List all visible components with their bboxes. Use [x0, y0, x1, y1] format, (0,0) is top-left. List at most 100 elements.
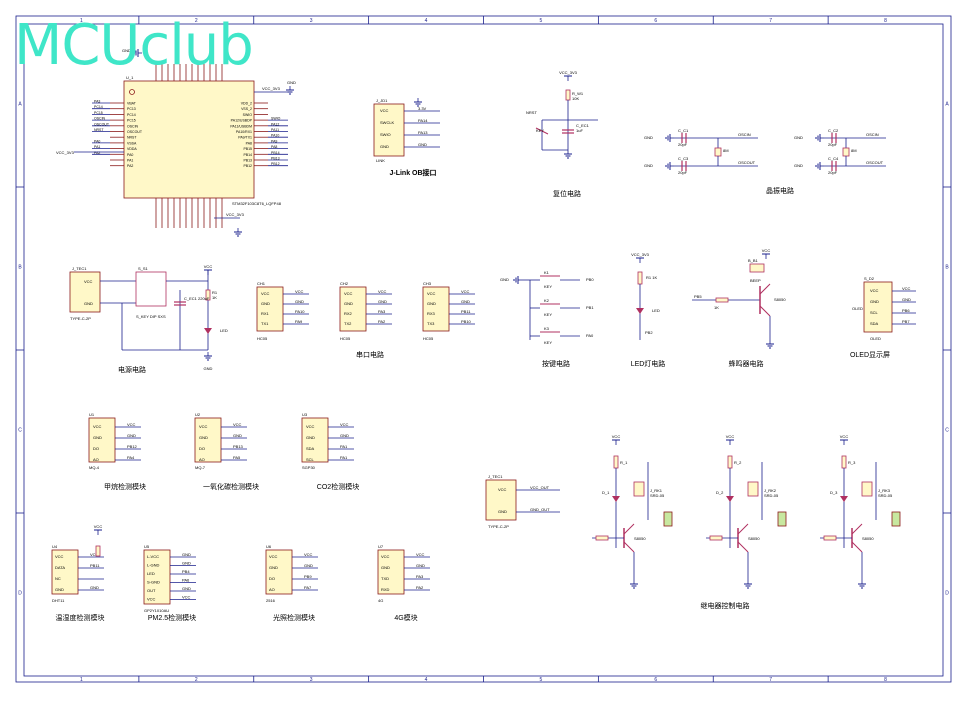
uart-net: VCC: [295, 289, 304, 294]
jlink-pin-label: SWIO: [380, 132, 391, 137]
reset-title: 复位电路: [553, 189, 581, 198]
crystal-c-ref: C_C2: [828, 128, 839, 133]
oled-ref: S_D2: [864, 276, 875, 281]
oled-part: OLED: [852, 306, 863, 311]
sensor-ref: U2: [195, 412, 201, 417]
mcu-pin-label: PB14: [243, 153, 252, 157]
uart-pin: TX2: [344, 321, 352, 326]
border-row-label: D: [18, 591, 22, 597]
uart-pin: TX1: [261, 321, 269, 326]
module-net: VCC: [304, 552, 313, 557]
watermark-text: MCUclub: [14, 13, 254, 78]
sensor-pin: DO: [93, 446, 99, 451]
sensor-title: 一氧化碳检测模块: [203, 482, 259, 491]
reset-c-val: 1uF: [576, 128, 583, 133]
uart-ref: CH2: [340, 281, 349, 286]
buzzer-q: [759, 305, 771, 317]
module-net: GND: [182, 561, 191, 566]
sensor-part: SGP30: [302, 465, 316, 470]
mcu-net-label: PA8: [271, 145, 277, 149]
relay-led: [612, 496, 620, 502]
oled-ref-bottom: OLED: [870, 336, 881, 341]
buzzer-q-label: S8050: [774, 297, 786, 302]
oled-pin: SDA: [870, 321, 879, 326]
outlet-ref: J_TEC1: [488, 474, 503, 479]
relay-q: [851, 541, 863, 553]
module-pin: TXD: [381, 576, 389, 581]
border-row-label: B: [945, 265, 949, 271]
outlet-pin: GND: [498, 509, 507, 514]
mcu-net-label: OSCOUT: [94, 122, 110, 126]
uart-pin: TX3: [427, 321, 435, 326]
module-pin: L-VCC: [147, 554, 159, 559]
sensor-title: CO2检测模块: [317, 482, 359, 491]
relay-terminal: [891, 511, 901, 527]
module-net: GND: [90, 585, 99, 590]
border-col-label: 5: [540, 677, 543, 683]
mcu-net-label: SWIO: [271, 117, 281, 121]
jlink-pin-label: SWCLK: [380, 120, 395, 125]
border-col-label: 7: [769, 18, 772, 24]
key-ref: K3: [544, 326, 550, 331]
relay-terminal: [777, 511, 787, 527]
sensor-net: GND: [340, 433, 349, 438]
relay-vcc: VCC: [726, 434, 735, 439]
module-ref: U7: [378, 544, 384, 549]
border-row-label: C: [18, 428, 22, 434]
uart-part: HC05: [423, 336, 434, 341]
mcu-pin-label: PA12/USBDP: [231, 119, 253, 123]
border-row-label: C: [945, 428, 949, 434]
power-switch: [135, 271, 167, 307]
sensor-module: [194, 417, 222, 463]
uart-net: VCC: [378, 289, 387, 294]
reset-r-val: 10K: [572, 96, 579, 101]
mcu-pin-label: PB13: [243, 159, 252, 163]
mcu-pin-label: PC15: [127, 119, 136, 123]
relay-r-ref: R_1: [620, 460, 628, 465]
sensor-pin: VCC: [93, 424, 102, 429]
relay-title: 继电器控制电路: [701, 601, 750, 610]
border-col-label: 3: [310, 18, 313, 24]
module-pin: GND: [55, 587, 64, 592]
module-pin: LED: [147, 571, 155, 576]
sensor-net: PB12: [127, 444, 138, 449]
relay-ref: J_RK2: [764, 488, 777, 493]
sensor-pin: AO: [199, 457, 205, 462]
power-sw-ref: S_S1: [138, 266, 149, 271]
module-pin: VCC: [55, 554, 64, 559]
uart-pin: RX1: [261, 311, 270, 316]
module-part: DHT11: [52, 598, 65, 603]
border-col-label: 1: [80, 677, 83, 683]
uart-pin: GND: [261, 301, 270, 306]
oled-pin: VCC: [870, 288, 879, 293]
sensor-pin: GND: [306, 435, 315, 440]
mcu-pin-label: PA10/RX1: [236, 130, 252, 134]
sensor-net: PA4: [127, 455, 135, 460]
border-col-label: 7: [769, 677, 772, 683]
power-vcc: VCC: [204, 264, 213, 269]
border-col-label: 4: [425, 677, 428, 683]
sensor-net: GND: [233, 433, 242, 438]
module-net: GND: [182, 552, 191, 557]
buzzer-q: [759, 283, 771, 295]
module-part: 4G: [378, 598, 383, 603]
mcu-pin-label: VDDA: [127, 147, 137, 151]
border-col-label: 1: [80, 18, 83, 24]
led-net: PB2: [645, 330, 653, 335]
oled-title: OLED显示屏: [850, 351, 890, 359]
uart-net: PB11: [461, 309, 471, 314]
jlink-net: 3.3V: [418, 106, 427, 111]
uart-net: PB10: [461, 319, 472, 324]
mcu-vcc-bottom-label: VCC_3V3: [226, 212, 245, 217]
power-title: 电源电路: [118, 365, 146, 374]
sensor-part: MQ-4: [89, 465, 100, 470]
module-net: PA3: [416, 574, 424, 579]
border-col-label: 6: [654, 18, 657, 24]
module-part: GP2Y1010AU: [144, 608, 169, 613]
mcu-net-label: PB14: [271, 151, 280, 155]
module-net: PA6: [182, 578, 190, 583]
uart-ref: CH1: [257, 281, 266, 286]
crystal-title: 晶振电路: [766, 186, 794, 195]
uart-pin: RX3: [427, 311, 436, 316]
border-row-label: D: [945, 591, 949, 597]
